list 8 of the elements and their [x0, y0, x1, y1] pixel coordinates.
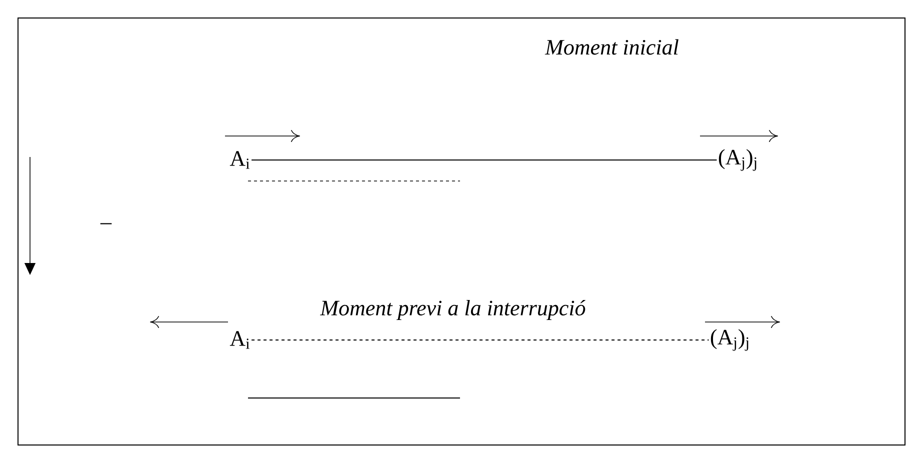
- heading: Moment previ a la interrupció: [320, 300, 586, 320]
- heading: Moment inicial: [544, 39, 678, 55]
- term-label: (A$_{j}$)$_{j}$: [718, 149, 756, 171]
- term-label: (A$_{j}$)$_{j}$: [710, 329, 748, 351]
- connecting-line: [251, 339, 710, 340]
- term-label: A$_{i}$: [230, 151, 250, 169]
- term-label: A$_{i}$: [230, 331, 250, 349]
- heading: –: [100, 223, 112, 224]
